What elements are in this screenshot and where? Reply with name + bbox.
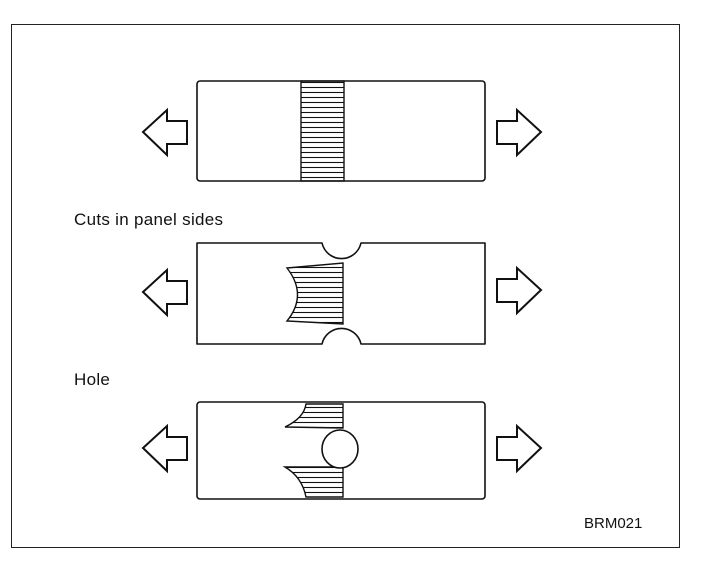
weld-bead-hole-top bbox=[284, 403, 344, 429]
weld-bead-plain bbox=[300, 80, 345, 182]
plug-hole bbox=[321, 429, 359, 469]
label-cuts-in-panel-sides: Cuts in panel sides bbox=[74, 210, 224, 229]
arrow-left-icon bbox=[141, 423, 188, 474]
arrow-left-icon bbox=[141, 267, 188, 318]
panel-plain bbox=[196, 80, 486, 182]
weld-bead-hole-bottom bbox=[282, 466, 344, 498]
diagram-frame bbox=[11, 24, 680, 548]
panel-hole bbox=[196, 401, 486, 500]
panel-cuts bbox=[196, 242, 486, 345]
figure-code: BRM021 bbox=[584, 515, 643, 532]
weld-bead-cuts bbox=[285, 262, 344, 325]
arrow-right-icon bbox=[496, 107, 543, 158]
arrow-left-icon bbox=[141, 107, 188, 158]
label-hole: Hole bbox=[74, 370, 111, 389]
arrow-right-icon bbox=[496, 265, 543, 316]
arrow-right-icon bbox=[496, 423, 543, 474]
